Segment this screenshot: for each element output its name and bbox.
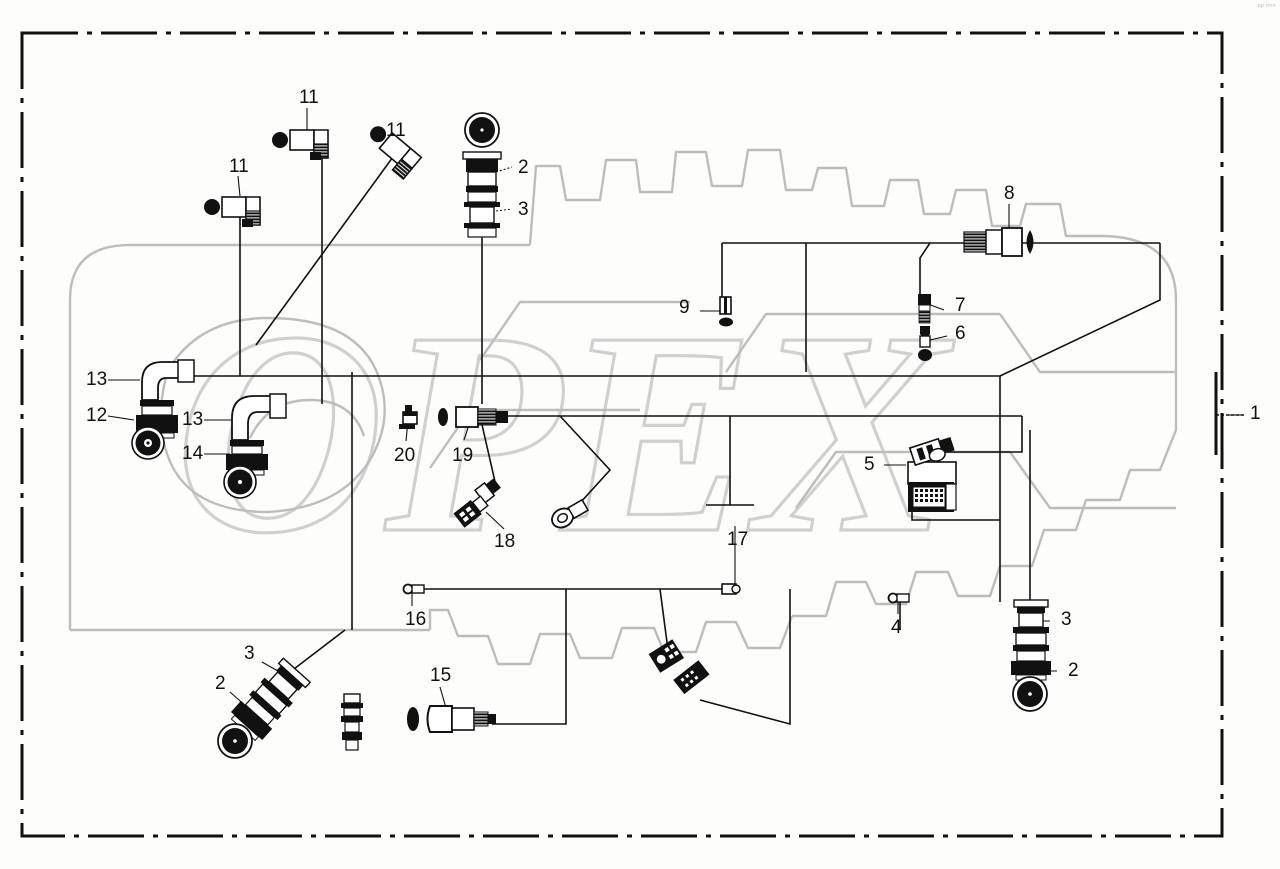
- callout-label-14: 14: [182, 443, 204, 464]
- callout-label-15: 15: [430, 665, 452, 686]
- ground-eyelet-17: [721, 583, 741, 595]
- wire-harness-network: [170, 149, 1161, 726]
- callout-label-2-right: 2: [1068, 660, 1079, 681]
- callout-label-19: 19: [452, 445, 474, 466]
- callout-label-8: 8: [1004, 183, 1015, 204]
- callout-label-3-right: 3: [1061, 609, 1072, 630]
- connector-8-inline: [963, 227, 1034, 257]
- connector-2-3-top-center: [462, 112, 502, 238]
- ground-eyelet-4: [887, 592, 910, 604]
- callout-label-17: 17: [727, 529, 749, 550]
- elbow-connector-13-14: [223, 393, 287, 499]
- splice-bottom-center: [648, 639, 710, 695]
- elbow-fitting-11b: [370, 126, 423, 180]
- callout-label-11-upper: 11: [299, 87, 319, 108]
- ground-eyelet-16: [402, 583, 425, 595]
- callout-label-7: 7: [955, 295, 966, 316]
- callout-label-12: 12: [86, 405, 108, 426]
- callout-1-bracket: [1214, 374, 1244, 455]
- callout-label-20: 20: [394, 445, 416, 466]
- callout-label-3-top: 3: [518, 199, 529, 220]
- connector-2-3-bottom-left: [230, 657, 312, 742]
- callout-label-13-upper: 13: [86, 369, 108, 390]
- connector-2-3-right: [1011, 599, 1051, 712]
- callout-label-2-bottom-left: 2: [215, 673, 226, 694]
- elbow-connector-13-12: [131, 359, 195, 460]
- clip-9: [719, 296, 733, 327]
- ring-eyelet-mid: [551, 498, 590, 529]
- splice-18: [453, 478, 501, 528]
- callout-label-3-bottom-left: 3: [244, 643, 255, 664]
- connector-2-3-bottom-left-ring: [217, 723, 253, 759]
- callout-label-11-left: 11: [229, 156, 249, 177]
- callout-label-5: 5: [864, 454, 875, 475]
- connector-15-boot: [407, 705, 496, 733]
- callout-label-2-top: 2: [518, 157, 529, 178]
- clamp-20: [399, 405, 418, 429]
- elbow-fitting-11a: [272, 129, 329, 160]
- callout-label-4: 4: [891, 617, 902, 638]
- watermark-opex: OPEX: [173, 270, 956, 594]
- terminal-7-seal-6: [918, 294, 932, 361]
- corner-mark-text: ap nnn: [1257, 3, 1276, 9]
- assembly-border-frame: [20, 31, 1224, 838]
- svg-text:OPEX: OPEX: [175, 272, 954, 593]
- callout-label-18: 18: [494, 531, 516, 552]
- callout-label-16: 16: [405, 609, 427, 630]
- callout-label-6: 6: [955, 323, 966, 344]
- connector-19-inline: [438, 406, 508, 428]
- callout-label-1: 1: [1250, 403, 1261, 424]
- connector-bottom-center-dangling: [341, 693, 363, 751]
- callout-label-11-right: 11: [386, 120, 406, 141]
- ecu-connector-5: [907, 436, 957, 512]
- callout-label-9: 9: [679, 297, 690, 318]
- elbow-fitting-11c: [204, 196, 261, 227]
- callout-label-13-lower: 13: [182, 409, 204, 430]
